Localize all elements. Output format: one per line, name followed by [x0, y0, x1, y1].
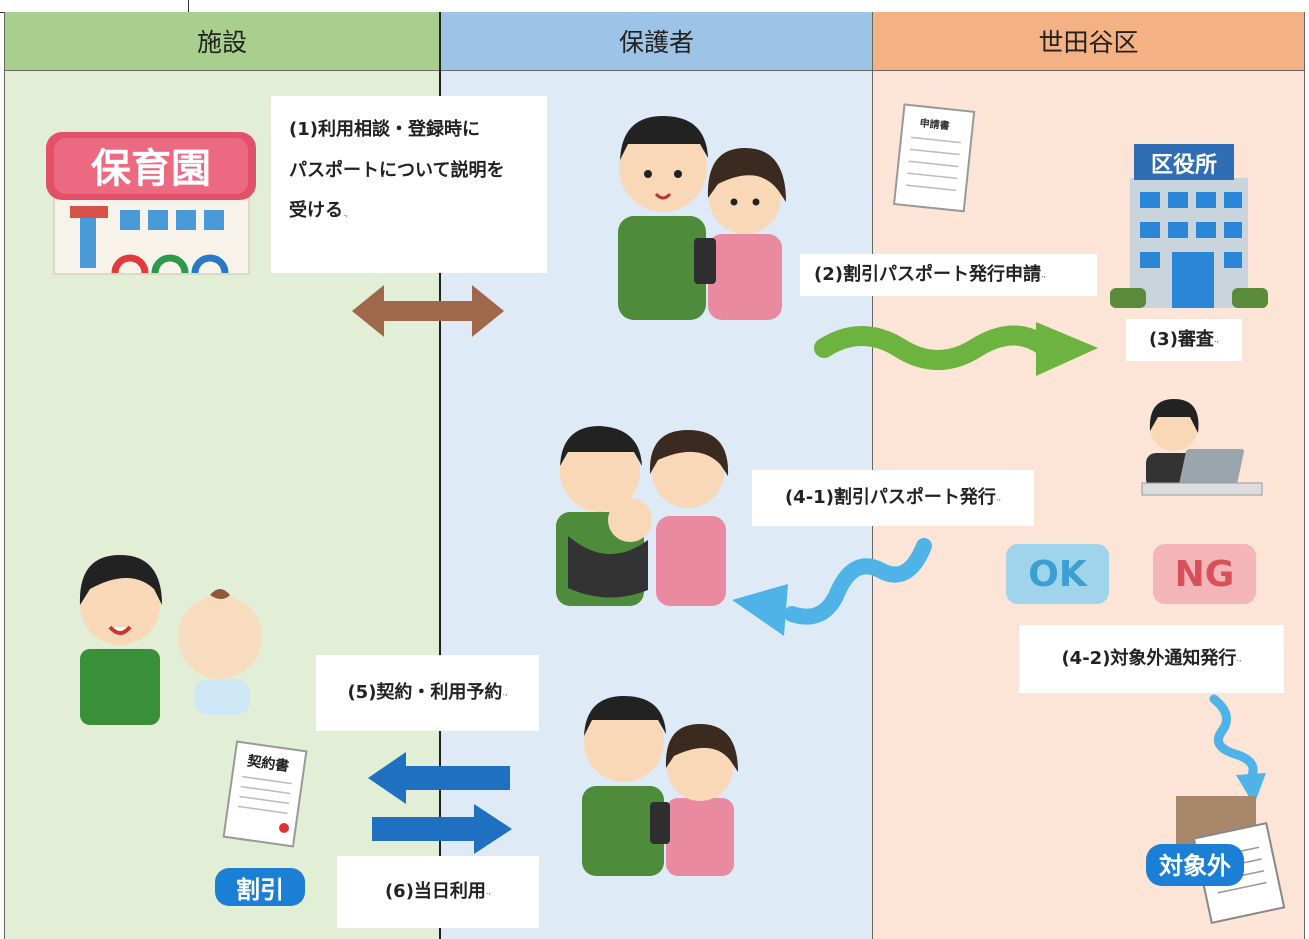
guardian-header: 保護者	[441, 12, 872, 71]
same-day-use-arrow	[372, 804, 512, 854]
discount-badge: 割引	[215, 868, 305, 906]
step4-1-label: (4-1)割引パスポート発行.,	[752, 470, 1034, 526]
step1-line3: 受ける.,	[289, 191, 529, 232]
nursery-staff-baby-illustration	[79, 555, 262, 725]
contract-reservation-arrow	[368, 752, 510, 804]
step1-line2: パスポートについて説明を	[289, 159, 505, 181]
guardian-family-baby-illustration	[556, 426, 729, 606]
application-form-text: 申請書	[919, 116, 950, 132]
application-form-illustration: 申請書	[892, 103, 976, 213]
paragraph-mark: .,	[995, 493, 1002, 502]
step6-text: (6)当日利用	[384, 881, 486, 902]
excluded-badge-text: 対象外	[1159, 852, 1231, 880]
ok-badge: OK	[1006, 544, 1109, 604]
paragraph-mark: .,	[1236, 654, 1242, 663]
ward-office-sign-text: 区役所	[1151, 153, 1217, 178]
nursery-sign-text: 保育園	[91, 146, 211, 192]
step5-label: (5)契約・利用予約.,	[316, 655, 539, 731]
paragraph-mark: .,	[1040, 270, 1047, 279]
step1-line1: (1)利用相談・登録時に	[289, 119, 480, 140]
paragraph-mark: .,	[502, 688, 508, 697]
step1-label: (1)利用相談・登録時に パスポートについて説明を 受ける.,	[271, 96, 547, 273]
step4-2-text: (4-2)対象外通知発行	[1061, 648, 1237, 669]
excluded-notice-illustration: 対象外	[1146, 796, 1286, 924]
paragraph-mark: .,	[343, 209, 349, 218]
step3-label: (3)審査.,	[1126, 319, 1242, 361]
step4-2-label: (4-2)対象外通知発行.,	[1019, 625, 1284, 693]
application-wavy-arrow	[814, 322, 1098, 376]
ng-badge: NG	[1153, 544, 1256, 604]
issue-wavy-arrow	[732, 538, 932, 636]
facility-header: 施設	[5, 12, 439, 71]
step6-label: (6)当日利用.,	[337, 856, 539, 928]
consult-double-arrow	[352, 285, 504, 337]
guardian-couple-phone-bottom-illustration	[582, 696, 738, 876]
officer-at-computer-illustration	[1141, 399, 1263, 496]
guardian-couple-phone-illustration	[618, 116, 786, 320]
step2-label: (2)割引パスポート発行申請.,	[800, 254, 1097, 296]
step3-text: (3)審査	[1148, 329, 1214, 350]
contract-document-illustration: 契約書	[222, 740, 308, 848]
contract-document-text: 契約書	[245, 752, 290, 775]
ward-header: 世田谷区	[873, 12, 1304, 71]
paragraph-mark: .,	[485, 887, 492, 896]
rejection-notice-arrow	[1209, 694, 1266, 805]
step4-1-text: (4-1)割引パスポート発行	[784, 487, 996, 508]
ward-office-building-illustration: 区役所	[1110, 144, 1268, 308]
step1-line3-text: 受ける	[289, 200, 343, 221]
paragraph-mark: .,	[1213, 335, 1220, 344]
nursery-building-illustration: 保育園	[46, 132, 256, 275]
step5-text: (5)契約・利用予約	[347, 682, 503, 703]
step2-text: (2)割引パスポート発行申請	[814, 264, 1041, 285]
